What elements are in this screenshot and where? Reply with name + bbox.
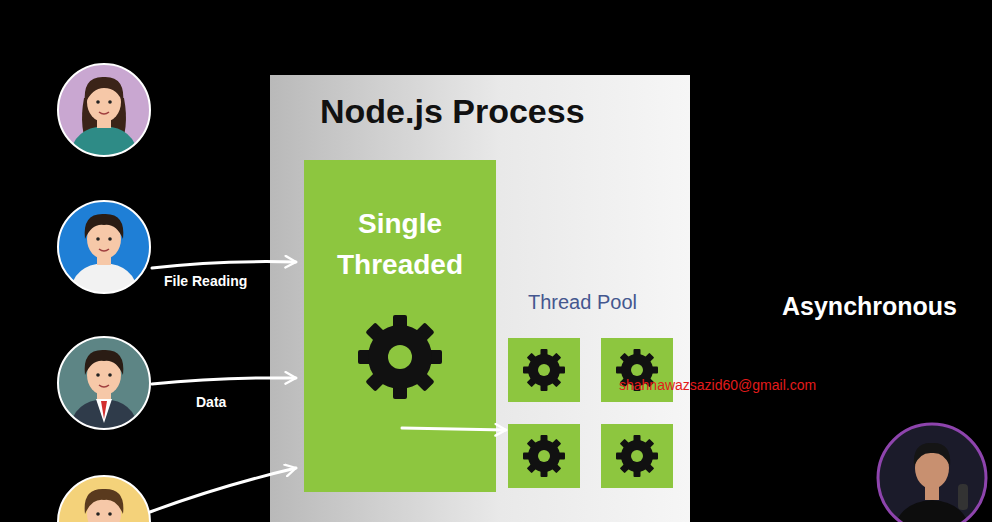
avatar-man-yellow-part	[58, 476, 150, 522]
presenter-photo-part	[892, 443, 972, 522]
node-text: Node.js Process	[320, 87, 680, 136]
avatar-man-shirt	[58, 201, 150, 295]
request-arrows-part	[152, 262, 296, 268]
request-arrows	[150, 262, 296, 512]
avatar-man-suit-part-part	[96, 399, 112, 423]
thread-pool-part	[523, 435, 565, 477]
avatar-man-suit-part-part	[96, 373, 100, 377]
avatar-man-suit	[58, 337, 150, 431]
process-box-fill	[270, 75, 690, 522]
avatar-man-suit-part-part	[101, 401, 107, 419]
avatar-man-yellow-part	[85, 489, 124, 522]
presenter-photo-part-part	[958, 484, 968, 510]
thread-pool-part	[616, 435, 658, 477]
avatar-man-yellow	[58, 476, 150, 522]
gear-icon	[358, 315, 442, 399]
avatar-woman-part-part	[70, 126, 138, 158]
arrow-label: Data	[196, 394, 226, 410]
avatar-woman-part-part	[99, 112, 109, 114]
avatar-man-suit-part-part	[108, 373, 112, 377]
group-label: Thread Pool	[528, 291, 637, 314]
thread-pool	[508, 338, 673, 488]
avatar-man-suit-part	[58, 337, 150, 429]
concept-label: Asynchronous	[782, 292, 957, 321]
avatar-man-suit-part-part	[99, 385, 109, 387]
avatar-man-shirt-part	[58, 201, 150, 293]
avatar-man-suit-part-part	[70, 399, 138, 431]
avatar-woman-part	[58, 64, 150, 156]
thread-pool-part	[508, 424, 580, 488]
thread-box: Single Threaded	[304, 160, 496, 492]
thread-box-fill	[304, 160, 496, 492]
avatar-man-suit-part-part	[85, 350, 124, 375]
avatar-man-shirt-part-part	[96, 237, 100, 241]
presenter-photo-part-part	[914, 443, 950, 466]
avatar-man-suit-part	[58, 337, 150, 429]
avatar-woman-part-part	[96, 100, 100, 104]
avatar-man-yellow-part-part	[96, 512, 100, 516]
presenter-photo-part	[878, 424, 986, 522]
avatar-woman	[58, 64, 150, 158]
avatar-man-suit-part	[70, 350, 138, 431]
avatar-woman-part-part	[85, 77, 124, 104]
avatar-man-yellow-part	[58, 476, 150, 522]
watermark: shahnawazsazid60@gmail.com	[619, 377, 816, 393]
thread-pool-part	[523, 349, 565, 391]
node-text: Single Threaded	[314, 204, 486, 285]
presenter-photo	[878, 424, 986, 522]
avatar-man-shirt-part-part	[70, 263, 138, 295]
thread-pool-part	[601, 424, 673, 488]
offload-arrow	[402, 428, 506, 430]
request-arrows-part	[150, 468, 296, 512]
avatar-man-shirt-part-part	[99, 249, 109, 251]
arrow-label: File Reading	[164, 273, 247, 289]
box-fills	[270, 75, 690, 522]
request-arrows-part	[152, 378, 296, 384]
thread-pool-part	[508, 338, 580, 402]
avatar-woman-part	[70, 77, 138, 158]
avatar-man-shirt-part	[70, 214, 138, 295]
avatar-man-shirt-part-part	[108, 237, 112, 241]
avatar-woman-part-part	[108, 100, 112, 104]
avatar-man-yellow-part-part	[85, 489, 124, 514]
avatar-man-yellow-part-part	[108, 512, 112, 516]
avatar-man-shirt-part-part	[85, 214, 124, 239]
